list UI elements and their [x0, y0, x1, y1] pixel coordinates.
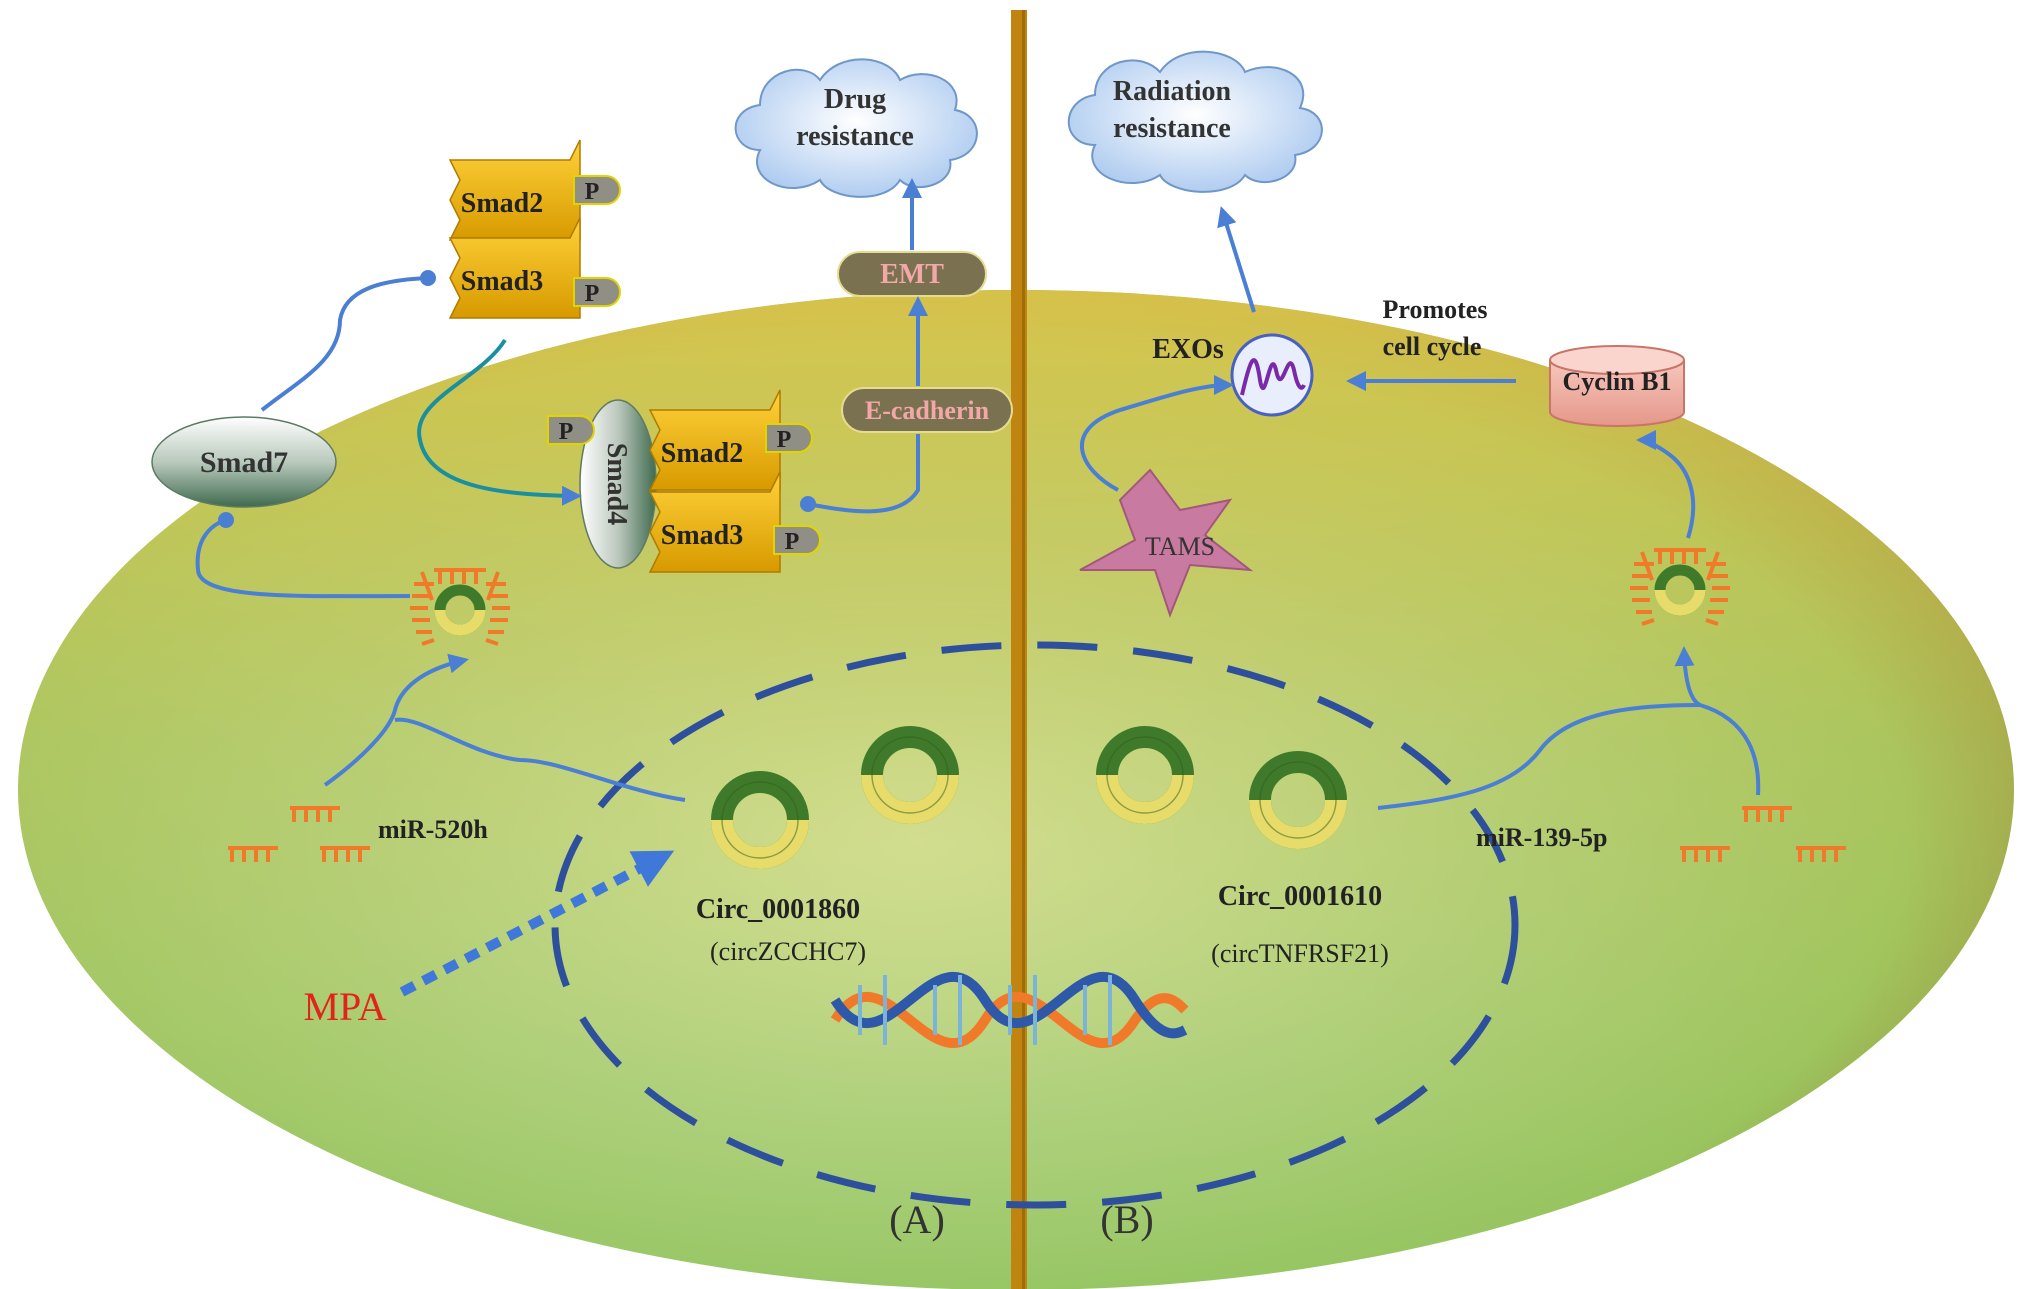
phospho-tag: P: [773, 525, 821, 555]
arrow-mpa-to-circ: [399, 850, 675, 997]
radiation-resistance-cloud: Radiation resistance: [1067, 50, 1323, 193]
svg-text:P: P: [777, 427, 792, 453]
inhibit-smad-to-ecad: [800, 434, 920, 514]
smad3-top: Smad3: [449, 217, 581, 319]
link-circ-to-mirna-b: [1377, 703, 1701, 810]
link-circ-to-mirna-a: [394, 717, 686, 802]
arrow-exos-to-radiation: [1217, 206, 1256, 313]
circ0001860-label: Circ_0001860: [696, 894, 860, 925]
smad2-bottom: Smad2: [649, 389, 781, 491]
svg-text:Smad7: Smad7: [200, 446, 288, 479]
phospho-tag: P: [573, 175, 621, 205]
panel-a-label: (A): [889, 1197, 945, 1242]
cyclin-b1: Cyclin B1: [1549, 345, 1685, 427]
emt-node: EMT: [837, 251, 987, 297]
drug-resistance-line1: Drug: [824, 84, 886, 115]
arrow-mirna-to-sponge-b: [1674, 646, 1761, 796]
smad3-bottom: Smad3: [649, 471, 781, 573]
nucleus-envelope: [551, 641, 1519, 1209]
emt-label: EMT: [880, 259, 944, 290]
exosome-icon: [1230, 333, 1314, 417]
smad7: Smad7: [151, 416, 337, 508]
radiation-resistance-line2: resistance: [1113, 113, 1231, 144]
ecadherin-label: E-cadherin: [865, 396, 990, 425]
svg-text:Smad2: Smad2: [461, 188, 543, 219]
svg-text:P: P: [559, 419, 574, 445]
svg-text:Cyclin B1: Cyclin B1: [1562, 367, 1671, 396]
inhibit-smad7-to-smad3: [260, 270, 436, 412]
mir520h-label: miR-520h: [378, 815, 488, 844]
phospho-tag: P: [547, 415, 595, 445]
inhibit-sponge-to-smad7: [195, 512, 411, 599]
phospho-tag: P: [765, 423, 813, 453]
radiation-resistance-line1: Radiation: [1113, 76, 1232, 107]
panel-b-label: (B): [1100, 1197, 1153, 1242]
tams-macrophage: TAMS: [1079, 468, 1254, 618]
svg-text:P: P: [585, 281, 600, 307]
svg-text:P: P: [785, 529, 800, 555]
svg-text:TAMS: TAMS: [1145, 532, 1215, 561]
promotes-line2: cell cycle: [1383, 332, 1482, 361]
mir1395p-label: miR-139-5p: [1476, 823, 1607, 852]
arrow-sponge-to-cyclin: [1636, 430, 1696, 539]
exos-label: EXOs: [1152, 334, 1224, 365]
promotes-line1: Promotes: [1383, 295, 1488, 324]
smad2-top: Smad2: [449, 139, 581, 241]
mpa-label: MPA: [303, 984, 386, 1029]
svg-text:Smad3: Smad3: [661, 520, 743, 551]
arrow-mirna-to-sponge-a: [323, 653, 469, 787]
circtnfrsf21-label: (circTNFRSF21): [1211, 939, 1389, 968]
svg-text:P: P: [585, 179, 600, 205]
dna-helix-icon: [830, 971, 1189, 1049]
drug-resistance-cloud: Drug resistance: [734, 58, 978, 198]
arrow-smad-to-complex: [417, 338, 582, 506]
smad4: Smad4: [579, 399, 657, 569]
ecadherin-node: E-cadherin: [841, 387, 1013, 433]
drug-resistance-line2: resistance: [796, 121, 914, 152]
arrow-tams-to-exos: [1079, 375, 1234, 492]
circ0001610-label: Circ_0001610: [1218, 881, 1382, 912]
circzcchc7-label: (circZCCHC7): [710, 937, 866, 966]
phospho-tag: P: [573, 277, 621, 307]
svg-text:Smad2: Smad2: [661, 438, 743, 469]
svg-text:Smad3: Smad3: [461, 266, 543, 297]
svg-text:Smad4: Smad4: [601, 443, 632, 525]
